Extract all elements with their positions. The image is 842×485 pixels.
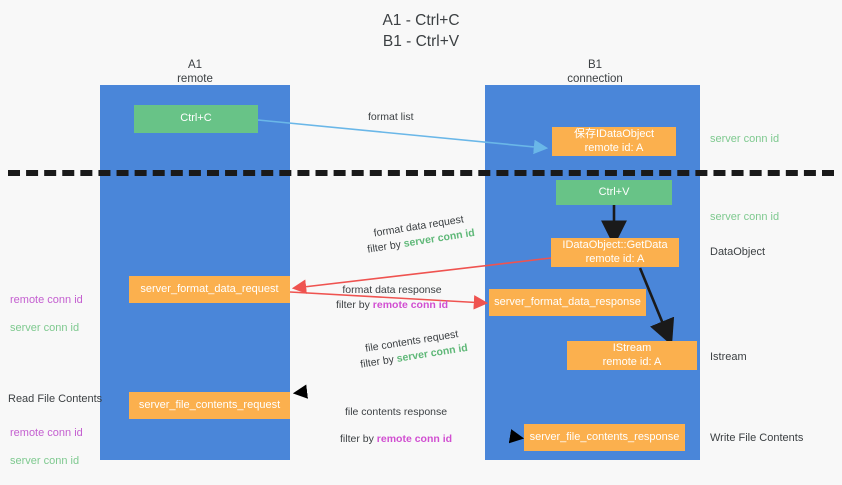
filter-prefix-format-data-response: filter by [336, 299, 373, 311]
column-header-b1: B1 connection [567, 59, 623, 85]
box-idataobject-getdata[interactable]: IDataObject::GetData remote id: A [551, 238, 679, 267]
label-server-conn-id-left-2: server conn id [10, 455, 80, 467]
label-remote-conn-id-2: remote conn id [10, 427, 83, 439]
box-server-file-contents-request[interactable]: server_file_contents_request [129, 392, 290, 419]
label-istream: Istream [710, 351, 747, 363]
filter-prefix-file-contents-response: filter by [340, 433, 377, 445]
label-server-conn-id-top: server conn id [710, 133, 780, 145]
box-istream[interactable]: IStream remote id: A [567, 341, 697, 370]
label-server-conn-id-mid: server conn id [710, 211, 780, 223]
phase-divider [8, 170, 834, 176]
box-ctrl-c[interactable]: Ctrl+C [134, 105, 258, 133]
label-conn-id-group-2: remote conn id server conn id [10, 412, 83, 482]
label-dataobject: DataObject [710, 246, 766, 258]
filter-value-remote-conn-id-1: remote conn id [372, 299, 449, 311]
box-server-format-data-request[interactable]: server_format_data_request [129, 276, 290, 303]
label-read-file-contents: Read File Contents [8, 393, 103, 405]
label-conn-id-group-1: remote conn id server conn id [10, 279, 83, 349]
edge-label-format-data-response: format data response filter by remote co… [336, 283, 448, 313]
edge-label-file-contents-response: file contents response filter by remote … [340, 405, 452, 447]
label-write-file-contents: Write File Contents [710, 432, 804, 444]
label-remote-conn-id-1: remote conn id [10, 294, 83, 306]
box-save-idataobject[interactable]: 保存IDataObject remote id: A [552, 127, 676, 156]
edge-text-file-contents-response: file contents response [344, 406, 448, 418]
edge-text-format-data-response: format data response [342, 284, 442, 296]
box-server-file-contents-response[interactable]: server_file_contents_response [524, 424, 685, 451]
edge-label-format-data-request: format data request filter by server con… [364, 211, 476, 258]
diagram-title: A1 - Ctrl+C B1 - Ctrl+V [382, 12, 460, 50]
edge-label-file-contents-request: file contents request filter by server c… [357, 326, 469, 373]
edge-label-format-list: format list [368, 110, 414, 125]
box-ctrl-v[interactable]: Ctrl+V [556, 180, 672, 205]
box-server-format-data-response[interactable]: server_format_data_response [489, 289, 646, 316]
column-header-a1: A1 remote [177, 59, 213, 85]
label-server-conn-id-left-1: server conn id [10, 322, 80, 334]
edge-label-format-list-text: format list [368, 111, 414, 123]
filter-value-remote-conn-id-2: remote conn id [376, 433, 453, 445]
